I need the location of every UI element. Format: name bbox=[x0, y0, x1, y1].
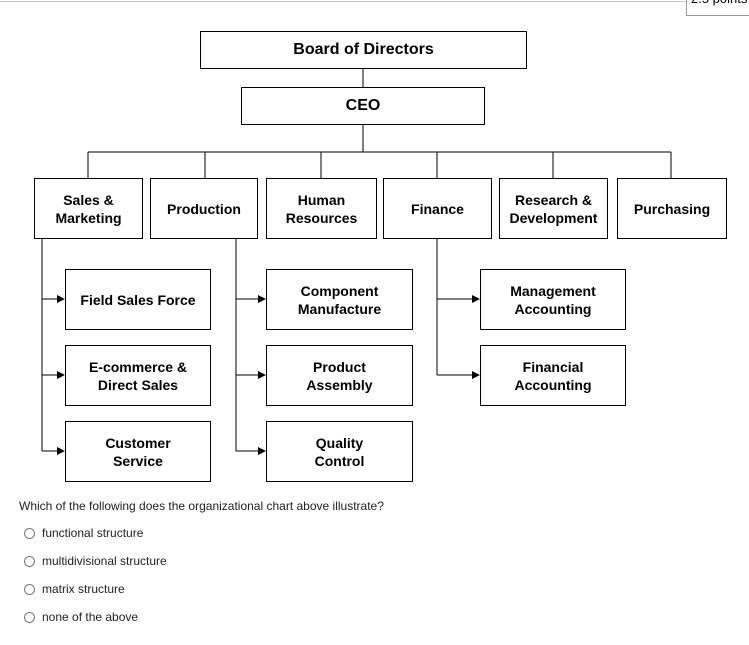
option-label: multidivisional structure bbox=[42, 554, 167, 568]
unit-field-sales-force: Field Sales Force bbox=[65, 269, 211, 330]
unit-product-assembly: Product Assembly bbox=[266, 345, 413, 406]
radio-button[interactable] bbox=[24, 555, 35, 567]
points-badge: 2.5 points bbox=[686, 0, 749, 16]
option-label: functional structure bbox=[42, 526, 144, 540]
unit-quality-control: Quality Control bbox=[266, 421, 413, 482]
radio-button[interactable] bbox=[24, 527, 35, 539]
board-box: Board of Directors bbox=[200, 31, 527, 69]
option-none-of-the-above[interactable]: none of the above bbox=[24, 610, 138, 624]
ceo-box: CEO bbox=[241, 87, 485, 125]
option-matrix-structure[interactable]: matrix structure bbox=[24, 582, 125, 596]
unit-component-manufacture: Component Manufacture bbox=[266, 269, 413, 330]
option-label: none of the above bbox=[42, 610, 139, 624]
dept-finance: Finance bbox=[383, 178, 492, 239]
radio-button[interactable] bbox=[24, 583, 35, 595]
connector-lines bbox=[41, 68, 672, 455]
unit-financial-accounting: Financial Accounting bbox=[480, 345, 626, 406]
divider bbox=[0, 1, 686, 2]
question-text: Which of the following does the organiza… bbox=[19, 499, 384, 513]
option-label: matrix structure bbox=[42, 582, 125, 596]
option-functional-structure[interactable]: functional structure bbox=[24, 526, 143, 540]
option-multidivisional-structure[interactable]: multidivisional structure bbox=[24, 554, 167, 568]
unit-customer-service: Customer Service bbox=[65, 421, 211, 482]
dept-production: Production bbox=[150, 178, 258, 239]
dept-research-development: Research & Development bbox=[499, 178, 608, 239]
unit-management-accounting: Management Accounting bbox=[480, 269, 626, 330]
dept-human-resources: Human Resources bbox=[266, 178, 377, 239]
dept-purchasing: Purchasing bbox=[617, 178, 727, 239]
dept-sales-marketing: Sales & Marketing bbox=[34, 178, 143, 239]
radio-button[interactable] bbox=[24, 611, 35, 623]
unit-ecommerce-direct-sales: E-commerce & Direct Sales bbox=[65, 345, 211, 406]
